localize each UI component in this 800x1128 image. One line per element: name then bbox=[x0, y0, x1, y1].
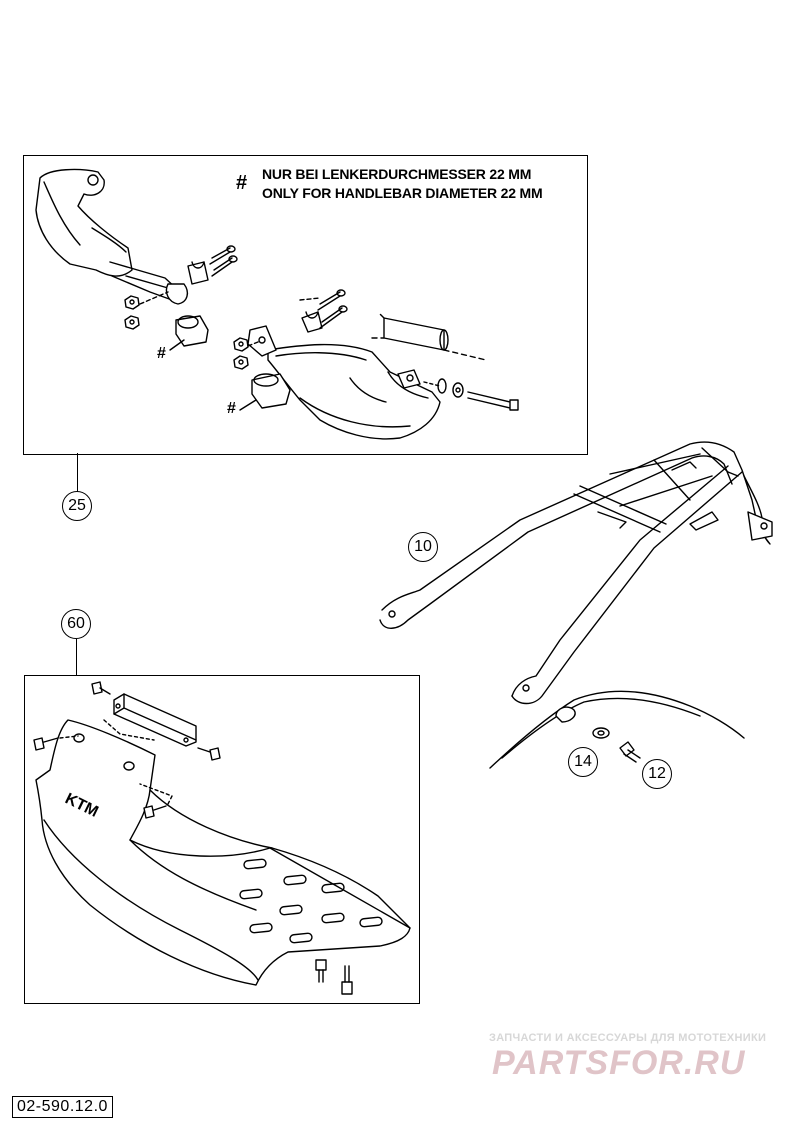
right-handguard bbox=[267, 343, 441, 440]
callout-handguards: 25 bbox=[62, 491, 92, 521]
handguard-kit-frame bbox=[23, 155, 588, 455]
luggage-rack bbox=[379, 441, 773, 705]
note-symbol: # bbox=[236, 172, 248, 194]
watermark-logo: PARTSFOR.RU bbox=[492, 1044, 746, 1082]
rear-fender-outline bbox=[489, 690, 745, 769]
bar-end-hardware bbox=[397, 369, 519, 411]
skid-plate-bolts bbox=[33, 681, 353, 995]
handlebar-end bbox=[371, 311, 487, 361]
callout-luggage-rack: 10 bbox=[408, 532, 438, 562]
left-clamp bbox=[165, 261, 209, 305]
right-adapter-sleeve bbox=[239, 373, 291, 411]
watermark-tagline: ЗАПЧАСТИ И АКСЕССУАРЫ ДЛЯ МОТОТЕХНИКИ bbox=[489, 1032, 767, 1044]
callout-bolt: 12 bbox=[642, 759, 672, 789]
note-line-english: ONLY FOR HANDLEBAR DIAMETER 22 MM bbox=[262, 185, 543, 201]
leader-handguards bbox=[77, 453, 78, 493]
skid-plate-mount-bar bbox=[113, 693, 197, 747]
note-line-german: NUR BEI LENKERDURCHMESSER 22 MM bbox=[262, 166, 532, 182]
callout-washer: 14 bbox=[568, 747, 598, 777]
left-nuts bbox=[124, 291, 169, 330]
leader-skid-plate bbox=[76, 639, 77, 675]
right-clamp bbox=[247, 311, 323, 357]
handlebar-note: NUR BEI LENKERDURCHMESSER 22 MM ONLY FOR… bbox=[262, 165, 543, 203]
callout-skid-plate: 60 bbox=[61, 609, 91, 639]
right-clamp-bolts bbox=[299, 289, 348, 329]
left-clamp-bolts bbox=[209, 245, 238, 277]
diagram-code: 02-590.12.0 bbox=[12, 1096, 113, 1118]
left-adapter-sleeve bbox=[169, 315, 209, 351]
left-handguard bbox=[35, 168, 179, 301]
rack-bolt-12 bbox=[619, 741, 641, 763]
rack-washer-14 bbox=[592, 727, 610, 739]
right-nuts bbox=[233, 337, 259, 370]
skid-plate-kit-frame bbox=[24, 675, 420, 1004]
skid-plate bbox=[35, 719, 411, 986]
adapter-marker-left: # bbox=[157, 345, 166, 362]
adapter-marker-right: # bbox=[227, 400, 236, 417]
